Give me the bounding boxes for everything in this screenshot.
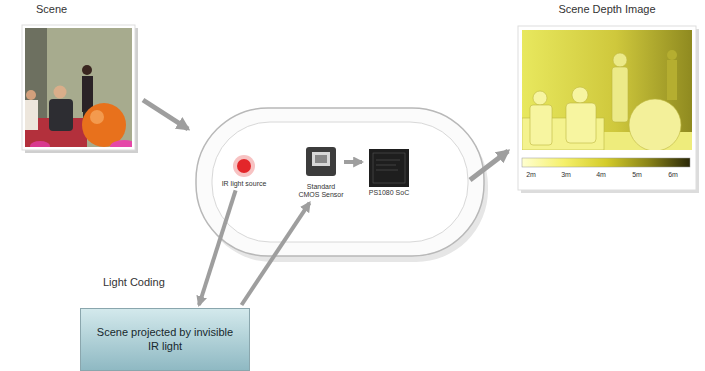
depth-color-bar (522, 158, 690, 167)
depth-image-frame: Scene Depth Image (518, 3, 696, 189)
component-label: Standard CMOS Sensor (298, 183, 344, 200)
component-label: IR light source (216, 180, 272, 188)
box-text: Scene projected by invisible IR light (91, 326, 239, 354)
soc-chip-icon (369, 149, 409, 187)
ir-light-source: IR light source (216, 152, 272, 188)
process-label: Light Coding (103, 276, 165, 288)
depth-image (518, 26, 699, 193)
scale-tick: 2m (526, 171, 536, 178)
node-heading: Scene (36, 3, 137, 15)
soc-chip: PS1080 SoC (362, 148, 416, 197)
flow-arrow (242, 203, 310, 305)
scale-tick: 5m (632, 171, 642, 178)
cmos-sensor: Standard CMOS Sensor (298, 147, 344, 200)
scale-tick: 6m (668, 171, 678, 178)
scene-photo-frame: Scene (22, 3, 137, 153)
ir-emitter-icon (233, 155, 255, 177)
flow-arrow (344, 160, 362, 164)
flow-arrow (143, 100, 188, 129)
scale-tick: 3m (561, 171, 571, 178)
flow-arrow (199, 190, 236, 305)
scale-tick: 4m (596, 171, 606, 178)
node-heading: Scene Depth Image (518, 3, 696, 15)
cmos-chip-icon (306, 147, 336, 176)
flow-arrow (470, 151, 508, 180)
scene-photo (22, 25, 138, 154)
projection-box: Scene projected by invisible IR light (80, 308, 250, 371)
component-label: PS1080 SoC (362, 189, 416, 197)
sensor-device (196, 108, 488, 262)
